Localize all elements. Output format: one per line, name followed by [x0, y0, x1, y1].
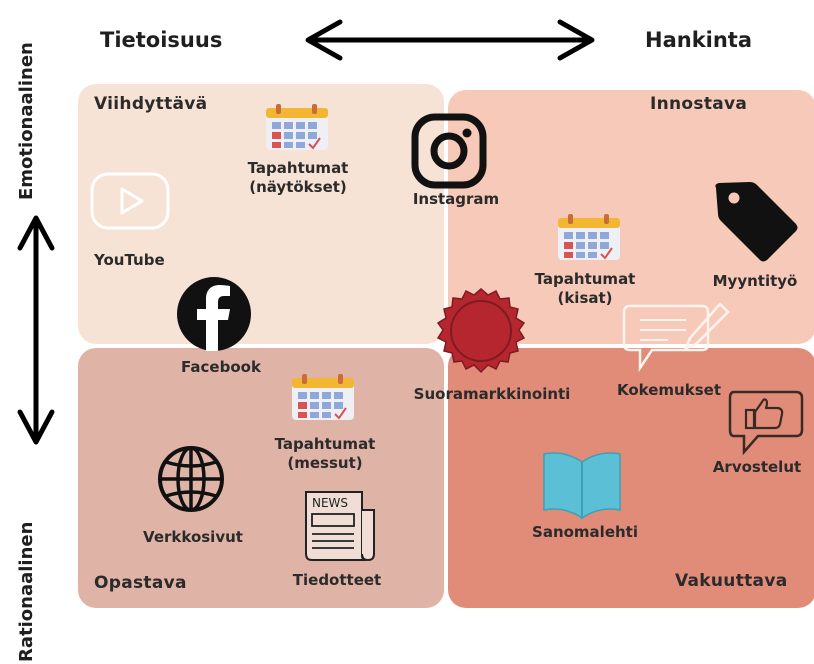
- instagram-icon: [411, 113, 487, 189]
- facebook-icon: [177, 277, 251, 351]
- horizontal-double-arrow-icon: [305, 19, 595, 61]
- item-events-races: Tapahtumat (kisat): [534, 270, 636, 307]
- item-reviews: Arvostelut: [712, 458, 802, 476]
- quadrant-label-inspiring: Innostava: [650, 94, 748, 114]
- news-icon-label: NEWS: [312, 496, 348, 510]
- item-youtube: YouTube: [94, 251, 165, 269]
- calendar-icon: [292, 374, 354, 420]
- quadrant-label-convincing: Vakuuttava: [675, 571, 788, 591]
- axis-label-purchase: Hankinta: [645, 28, 753, 52]
- open-book-icon: [543, 452, 621, 520]
- quadrant-guiding: [78, 348, 444, 608]
- item-sales: Myyntityö: [712, 272, 798, 290]
- vertical-double-arrow-icon: [17, 215, 55, 445]
- item-website: Verkkosivut: [143, 528, 243, 546]
- youtube-icon: [90, 172, 170, 230]
- item-direct-marketing: Suoramarkkinointi: [413, 385, 571, 403]
- item-instagram: Instagram: [412, 190, 500, 208]
- item-press-releases: Tiedotteet: [292, 571, 382, 589]
- news-paper-icon: NEWS: [305, 491, 375, 562]
- item-events-fairs: Tapahtumat (messut): [274, 435, 376, 472]
- calendar-icon: [266, 104, 328, 150]
- quadrant-entertaining: [78, 84, 444, 344]
- item-newspaper: Sanomalehti: [532, 523, 638, 541]
- item-experiences: Kokemukset: [617, 381, 721, 399]
- seal-icon: [436, 288, 526, 374]
- comment-pencil-icon: [622, 302, 730, 373]
- calendar-icon: [558, 214, 620, 260]
- quadrant-label-entertaining: Viihdyttävä: [94, 94, 208, 114]
- axis-label-awareness: Tietoisuus: [100, 28, 223, 52]
- item-facebook: Facebook: [181, 358, 261, 376]
- quadrant-label-guiding: Opastava: [94, 573, 187, 593]
- item-events-shows: Tapahtumat (näytökset): [247, 159, 349, 196]
- price-tag-icon: [715, 182, 798, 262]
- globe-icon: [158, 446, 224, 512]
- axis-label-rational: Rationaalinen: [16, 521, 37, 662]
- axis-label-emotional: Emotionaalinen: [16, 42, 37, 200]
- thumbs-up-review-icon: [728, 390, 804, 456]
